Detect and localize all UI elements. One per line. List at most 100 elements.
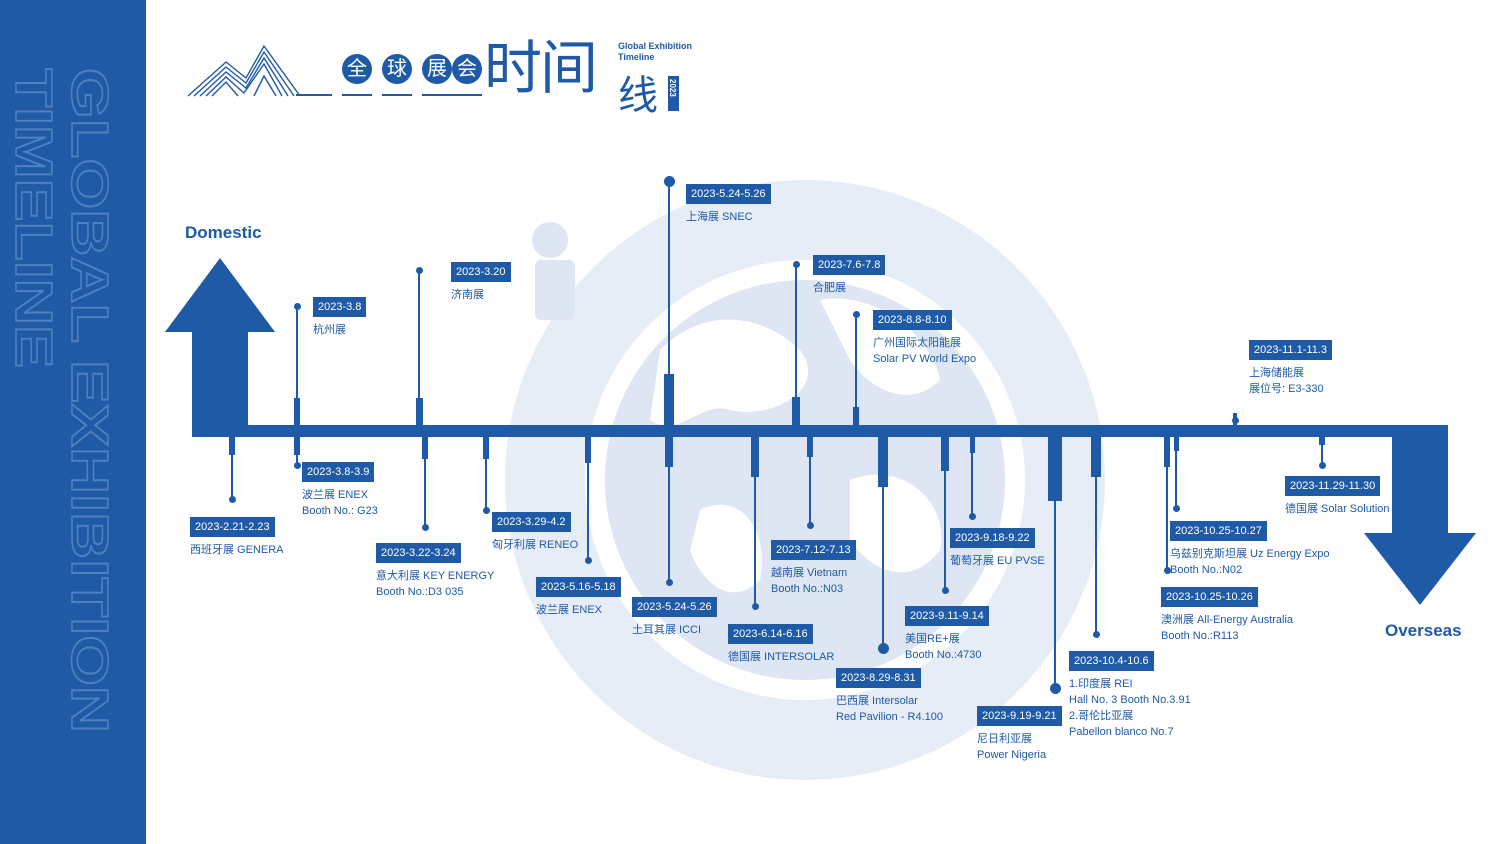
event-date-badge: 2023-7.6-7.8	[813, 255, 886, 275]
event-date-badge: 2023-10.4-10.6	[1069, 651, 1154, 671]
event-stem-thick	[941, 437, 949, 471]
event-date-badge: 2023-5.24-5.26	[686, 184, 771, 204]
event-dot	[806, 521, 814, 529]
title-char-4: 会	[452, 54, 482, 84]
title-char-1: 全	[342, 54, 372, 84]
event-label: 1.印度展 REI	[1069, 678, 1133, 690]
event-label: Power Nigeria	[977, 749, 1047, 761]
label-overseas: Overseas	[1385, 621, 1462, 640]
event-dot	[482, 506, 490, 514]
title-underline	[296, 94, 332, 96]
page-header: 全 球 展 会 时间 线 Global Exhibition Timeline …	[186, 36, 706, 118]
event-date-badge: 2023-7.12-7.13	[771, 540, 856, 560]
event-dot	[665, 578, 673, 586]
event-dot	[1049, 682, 1061, 694]
event-dot	[228, 495, 236, 503]
event-label: Solar PV World Expo	[873, 353, 977, 365]
event-stem-thick	[807, 437, 813, 457]
event-dot	[751, 602, 759, 610]
event-label: 尼日利亚展	[977, 733, 1032, 745]
event-stem-thick	[665, 437, 673, 467]
event-label: 土耳其展 ICCI	[632, 624, 702, 636]
sidebar-title-line1: GLOBAL EXHIBITION	[60, 68, 118, 733]
event-stem	[668, 181, 670, 425]
event-dot	[663, 175, 675, 187]
event-dot	[1163, 566, 1171, 574]
event-dot	[1231, 416, 1239, 424]
event-label: 上海储能展	[1249, 367, 1304, 379]
event-label: 济南展	[451, 289, 484, 301]
event-stem	[1095, 437, 1097, 634]
event-stem-thick	[1091, 437, 1101, 477]
event-stem-thick	[585, 437, 591, 463]
event-stem	[296, 306, 298, 425]
event-label: 美国RE+展	[905, 633, 960, 645]
event-label: Booth No.:R113	[1161, 630, 1239, 642]
event-dot	[877, 642, 889, 654]
event-date-badge: 2023-10.25-10.26	[1161, 587, 1258, 607]
event-stem	[418, 270, 420, 425]
event-date-badge: 2023-8.29-8.31	[836, 668, 921, 688]
event-stem	[1054, 437, 1056, 688]
event-stem	[587, 437, 589, 560]
event-dot	[1092, 630, 1100, 638]
event-dot	[293, 302, 301, 310]
event-stem-thick	[415, 398, 423, 425]
label-domestic: Domestic	[185, 223, 262, 242]
event-stem-thick	[1319, 437, 1325, 445]
event-stem-thick	[422, 437, 428, 459]
event-stem-thick	[878, 437, 888, 487]
title-underline	[382, 94, 412, 96]
title-year: 2023	[668, 76, 679, 111]
title-english-line2: Timeline	[618, 52, 655, 62]
mountain-logo-icon	[187, 44, 301, 97]
event-label: 乌兹别克斯坦展 Uz Energy Expo	[1170, 548, 1330, 560]
event-label: 西班牙展 GENERA	[190, 544, 284, 556]
title-underline	[422, 94, 482, 96]
event-date-badge: 2023-9.19-9.21	[977, 706, 1062, 726]
event-stem-thick	[294, 437, 300, 455]
event-label: 德国展 Solar Solution	[1285, 503, 1390, 515]
event-stem	[795, 264, 797, 425]
globe-icon	[505, 180, 1105, 780]
event-dot	[584, 556, 592, 564]
event-dot	[293, 461, 301, 469]
event-stem-thick	[792, 397, 800, 425]
event-date-badge: 2023-6.14-6.16	[728, 624, 813, 644]
event-date-badge: 2023-10.25-10.27	[1170, 521, 1267, 541]
event-label: Red Pavilion - R4.100	[836, 711, 944, 723]
event-dot	[792, 260, 800, 268]
event-date-badge: 2023-3.29-4.2	[492, 512, 571, 532]
event-date-badge: 2023-11.1-11.3	[1249, 340, 1332, 360]
event-label: 合肥展	[813, 282, 846, 294]
timeline-axis	[192, 425, 1448, 437]
event-label: 波兰展 ENEX	[302, 489, 369, 501]
event-stem	[1175, 437, 1177, 508]
event-date-badge: 2023-3.8	[313, 297, 367, 317]
title-underline	[342, 94, 372, 96]
event-stem-thick	[1048, 437, 1062, 501]
event-stem	[485, 437, 487, 510]
event-stem	[855, 314, 857, 425]
event-label: Hall No. 3 Booth No.3.91	[1069, 694, 1191, 706]
event-date-badge: 2023-5.16-5.18	[536, 577, 621, 597]
event-stem-thick	[483, 437, 489, 459]
event-dot	[1172, 504, 1180, 512]
event-label: 葡萄牙展 EU PVSE	[950, 555, 1045, 567]
event-date-badge: 2023-3.20	[451, 262, 511, 282]
event-label: Booth No.:N02	[1170, 564, 1243, 576]
event-label: 2.哥伦比亚展	[1069, 710, 1134, 722]
event-label: 上海展 SNEC	[686, 211, 753, 223]
event-dot	[415, 266, 423, 274]
event-stem	[754, 437, 756, 606]
event-stem-thick	[1164, 437, 1170, 467]
event-label: 越南展 Vietnam	[771, 567, 848, 579]
event-date-badge: 2023-5.24-5.26	[632, 597, 717, 617]
event-stem-thick	[229, 437, 235, 455]
event-label: 巴西展 Intersolar	[836, 695, 918, 707]
event-stem	[1166, 437, 1168, 570]
event-date-badge: 2023-3.8-3.9	[302, 462, 375, 482]
event-label: Booth No.:D3 035	[376, 586, 464, 598]
event-stem	[424, 437, 426, 527]
event-label: Booth No.:N03	[771, 583, 844, 595]
